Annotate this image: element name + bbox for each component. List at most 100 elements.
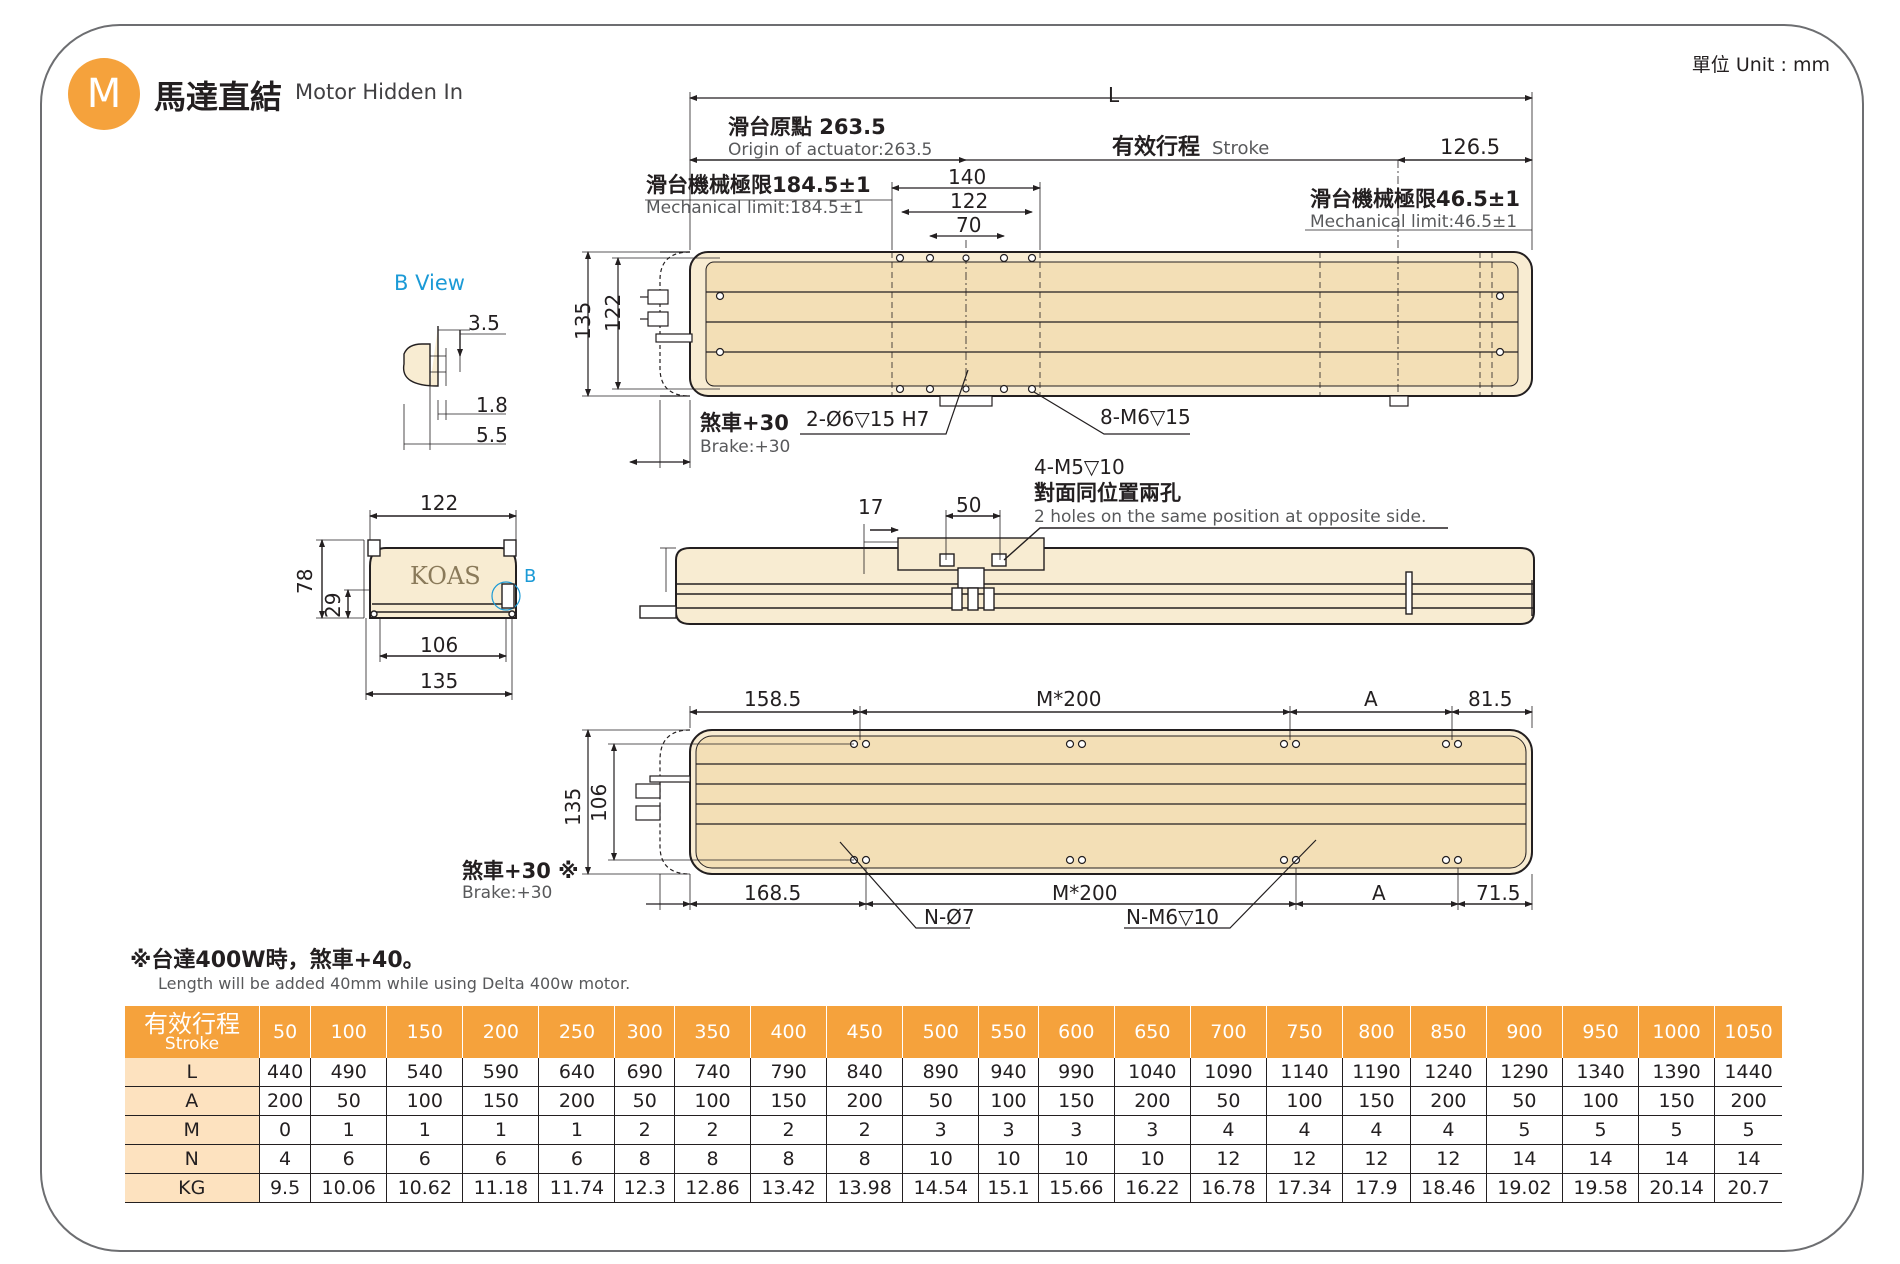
- label-mech-left-zh: 滑台機械極限184.5±1: [646, 173, 871, 197]
- table-cell: 20.14: [1638, 1173, 1715, 1203]
- label-126-5: 126.5: [1440, 135, 1500, 159]
- b-view-marker: B: [524, 566, 536, 587]
- table-cell: 1390: [1638, 1058, 1715, 1087]
- label-brake-bot-en: Brake:+30: [462, 883, 552, 903]
- stroke-col-700: 700: [1189, 1006, 1267, 1058]
- label-158-5: 158.5: [744, 687, 801, 711]
- row-label: M: [124, 1115, 260, 1145]
- stroke-col-650: 650: [1113, 1006, 1191, 1058]
- table-cell: 1340: [1561, 1058, 1639, 1087]
- stroke-header-en: Stroke: [164, 1033, 220, 1054]
- table-cell: 940: [978, 1058, 1039, 1087]
- table-cell: 4: [1189, 1115, 1267, 1145]
- table-cell: 200: [1714, 1086, 1782, 1116]
- label-135-bot: 135: [561, 788, 585, 826]
- label-L: L: [1108, 83, 1120, 107]
- stroke-col-450: 450: [826, 1006, 903, 1058]
- label-A-top: A: [1364, 687, 1378, 711]
- table-cell: 10: [1113, 1144, 1191, 1174]
- table-cell: 5: [1485, 1115, 1563, 1145]
- table-cell: 200: [1409, 1086, 1487, 1116]
- table-cell: 18.46: [1409, 1173, 1487, 1203]
- table-cell: 50: [1189, 1086, 1267, 1116]
- table-cell: 8: [826, 1144, 903, 1174]
- label-106-end: 106: [420, 633, 458, 657]
- label-m200-bot: M*200: [1052, 881, 1117, 905]
- table-cell: 4: [1409, 1115, 1487, 1145]
- table-cell: 14: [1638, 1144, 1715, 1174]
- table-cell: 3: [1113, 1115, 1191, 1145]
- stroke-header: 有效行程 Stroke: [124, 1006, 260, 1058]
- table-cell: 100: [386, 1086, 463, 1116]
- label-stroke-zh: 有效行程: [1112, 134, 1200, 160]
- table-cell: 1140: [1265, 1058, 1343, 1087]
- table-cell: 20.7: [1714, 1173, 1782, 1203]
- table-cell: 840: [826, 1058, 903, 1087]
- table-cell: 100: [1561, 1086, 1639, 1116]
- table-cell: 690: [614, 1058, 675, 1087]
- label-hole-2: 8-M6▽15: [1100, 405, 1191, 429]
- label-mech-left-en: Mechanical limit:184.5±1: [646, 198, 864, 218]
- label-122-end: 122: [420, 491, 458, 515]
- table-cell: 8: [614, 1144, 675, 1174]
- table-cell: 14: [1714, 1144, 1782, 1174]
- stroke-col-150: 150: [386, 1006, 463, 1058]
- top-view: [582, 92, 1533, 468]
- stroke-header-zh: 有效行程: [144, 1009, 240, 1038]
- table-cell: 6: [386, 1144, 463, 1174]
- row-label: A: [124, 1086, 260, 1116]
- note-zh: ※台達400W時，煞車+40。: [130, 948, 425, 973]
- table-cell: 10: [978, 1144, 1039, 1174]
- table-cell: 9.5: [258, 1173, 311, 1203]
- table-cell: 1: [462, 1115, 539, 1145]
- table-cell: 4: [258, 1144, 311, 1174]
- note-en: Length will be added 40mm while using De…: [158, 974, 631, 993]
- label-brake-bot-zh: 煞車+30 ※: [462, 859, 579, 883]
- label-hole-zh: 對面同位置兩孔: [1034, 481, 1181, 505]
- table-cell: 15.1: [978, 1173, 1039, 1203]
- b-view: [402, 326, 506, 450]
- b-view-labels: B View 3.5 1.8 5.5: [394, 271, 508, 447]
- side-view: [639, 510, 1535, 625]
- label-brake-zh: 煞車+30: [700, 411, 789, 435]
- unit-label: 單位 Unit : mm: [1691, 54, 1830, 76]
- stroke-col-950: 950: [1561, 1006, 1639, 1058]
- table-cell: 6: [310, 1144, 387, 1174]
- table-cell: 2: [826, 1115, 903, 1145]
- table-cell: 6: [538, 1144, 615, 1174]
- label-brake-en: Brake:+30: [700, 437, 790, 457]
- table-cell: 1190: [1342, 1058, 1411, 1087]
- table-cell: 2: [673, 1115, 751, 1145]
- stroke-col-550: 550: [978, 1006, 1039, 1058]
- table-cell: 12: [1189, 1144, 1267, 1174]
- table-cell: 50: [1485, 1086, 1563, 1116]
- stroke-col-400: 400: [750, 1006, 827, 1058]
- table-cell: 17.34: [1265, 1173, 1343, 1203]
- table-cell: 4: [1265, 1115, 1343, 1145]
- table-cell: 1: [310, 1115, 387, 1145]
- label-70: 70: [956, 213, 981, 237]
- label-106-bot: 106: [587, 784, 611, 822]
- table-cell: 13.42: [750, 1173, 827, 1203]
- section-title-zh: 馬達直結: [154, 78, 283, 116]
- page-frame: [40, 24, 1864, 1252]
- koas-logo: KOAS: [410, 562, 481, 590]
- table-cell: 12: [1265, 1144, 1343, 1174]
- table-cell: 200: [1113, 1086, 1191, 1116]
- table-cell: 1290: [1485, 1058, 1563, 1087]
- table-cell: 640: [538, 1058, 615, 1087]
- table-cell: 540: [386, 1058, 463, 1087]
- stroke-col-600: 600: [1037, 1006, 1115, 1058]
- stroke-col-200: 200: [462, 1006, 539, 1058]
- row-label: L: [124, 1058, 260, 1087]
- table-cell: 10.62: [386, 1173, 463, 1203]
- table-cell: 50: [614, 1086, 675, 1116]
- stroke-col-100: 100: [310, 1006, 387, 1058]
